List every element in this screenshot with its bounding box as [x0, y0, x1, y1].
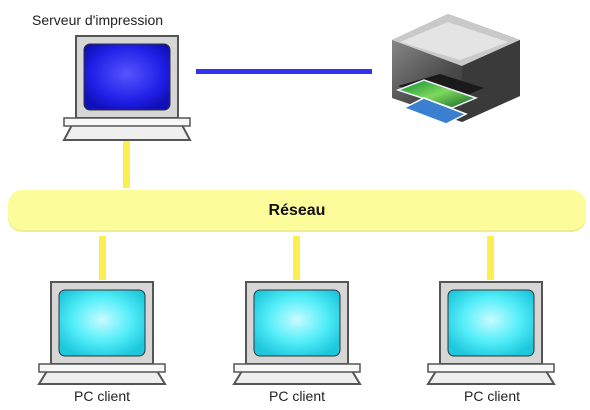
client-connector-1 [99, 236, 106, 280]
server-connector [123, 138, 130, 188]
network-bar: Réseau [8, 190, 586, 232]
client-computer-icon-1 [37, 281, 167, 385]
client-label-1: PC client [73, 388, 131, 404]
client-connector-2 [293, 236, 300, 280]
network-label: Réseau [268, 202, 326, 219]
client-label-2: PC client [268, 388, 326, 404]
printer-icon [392, 14, 520, 125]
client-computer-icon-2 [232, 281, 362, 385]
client-connector-3 [487, 236, 494, 280]
print-server-computer-icon [62, 35, 192, 141]
print-server-label: Serveur d'impression [32, 12, 164, 28]
client-label-3: PC client [463, 388, 521, 404]
client-computer-icon-3 [426, 281, 556, 385]
server-printer-link [196, 69, 372, 74]
